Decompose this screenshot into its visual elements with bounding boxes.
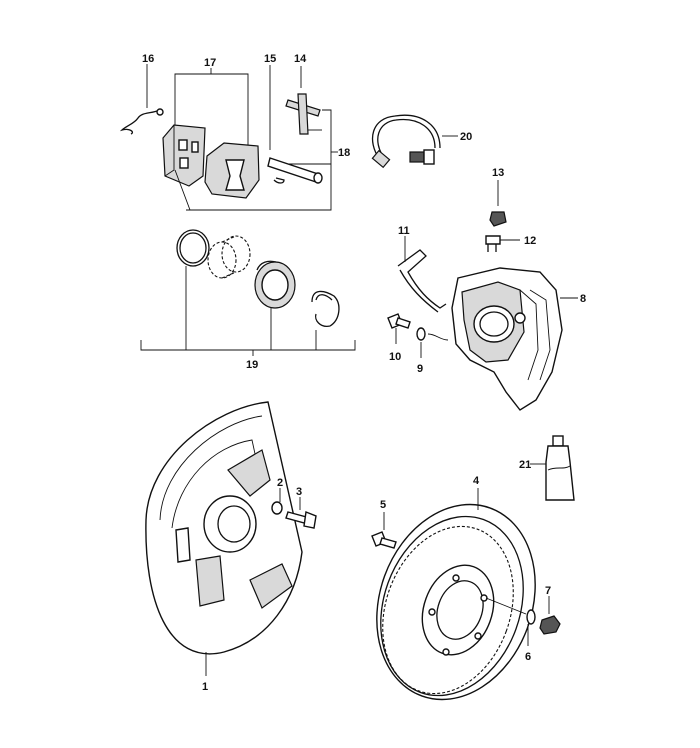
callout-18: 18 [338, 147, 350, 159]
callout-4: 4 [473, 475, 480, 487]
callout-9: 9 [417, 363, 423, 375]
callout-6: 6 [525, 651, 531, 663]
caliper-piston-group [140, 229, 356, 356]
retaining-pin-part [267, 65, 323, 184]
callout-12: 12 [524, 235, 536, 247]
brake-pad-group [119, 64, 338, 211]
callout-2: 2 [277, 477, 283, 489]
callout-19: 19 [246, 359, 258, 371]
bleed-nipple-group [485, 180, 520, 252]
spreader-spring-part [285, 66, 322, 135]
spring-clip-part [397, 236, 447, 313]
brake-caliper-part [451, 267, 578, 411]
callout-labels: 16 17 15 14 18 20 13 12 11 8 10 9 19 21 … [142, 53, 586, 693]
callout-11: 11 [398, 225, 410, 237]
callout-5: 5 [380, 499, 386, 511]
disc-screw-part [371, 512, 397, 549]
shield-fastener-group [271, 488, 317, 529]
callout-8: 8 [580, 293, 586, 305]
callout-3: 3 [296, 486, 302, 498]
callout-17: 17 [204, 57, 216, 69]
callout-1: 1 [202, 681, 208, 693]
caliper-bolt-group [387, 313, 449, 358]
callout-15: 15 [264, 53, 276, 65]
wheel-nut-group [485, 596, 561, 646]
wear-sensor-part [119, 64, 164, 135]
brake-pad-left [162, 124, 206, 187]
brake-hose-part [371, 114, 458, 169]
callout-10: 10 [389, 351, 401, 363]
callout-13: 13 [492, 167, 504, 179]
callout-16: 16 [142, 53, 154, 65]
callout-20: 20 [460, 131, 472, 143]
splash-shield-part [145, 401, 303, 676]
grease-tube-part [530, 435, 575, 501]
brake-disc-part [376, 488, 536, 701]
callout-21: 21 [519, 459, 531, 471]
brake-pad-right [204, 142, 260, 199]
callout-7: 7 [545, 585, 551, 597]
callout-14: 14 [294, 53, 307, 65]
